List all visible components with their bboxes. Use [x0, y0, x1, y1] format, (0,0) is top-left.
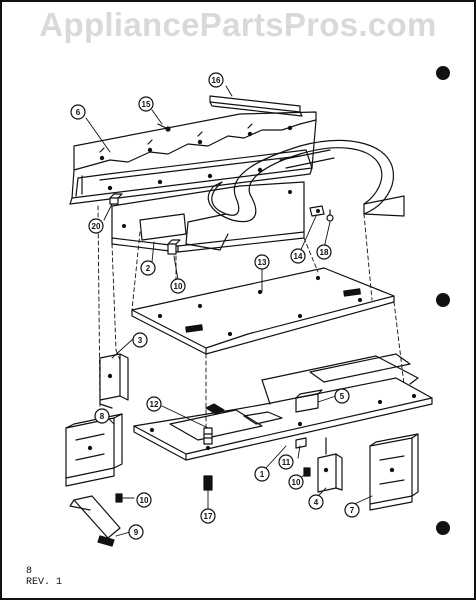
- callout-part-2: 2: [140, 260, 156, 276]
- part-post-12: [203, 427, 213, 445]
- callout-text: 16: [212, 76, 221, 85]
- part-bracket-14: [309, 205, 325, 217]
- callout-text: 11: [282, 458, 291, 467]
- part-circuit-board: [111, 181, 305, 253]
- callout-text: 20: [92, 222, 101, 231]
- callout-part-9: 9: [128, 524, 144, 540]
- callout-text: 5: [340, 392, 345, 401]
- callout-text: 10: [292, 478, 301, 487]
- part-bracket-3: [99, 353, 129, 409]
- callout-part-8: 8: [94, 408, 110, 424]
- callout-text: 7: [350, 506, 355, 515]
- callout-text: 14: [294, 252, 303, 261]
- leader-lines: [85, 85, 373, 537]
- callout-part-15: 15: [138, 96, 154, 112]
- callout-part-14: 14: [290, 248, 306, 264]
- part-screw: [157, 123, 171, 132]
- part-control-panel-frame: [69, 111, 317, 205]
- part-base-tray: [133, 353, 433, 461]
- callout-part-10-mid: 10: [288, 474, 304, 490]
- callout-text: 13: [258, 258, 267, 267]
- callout-text: 2: [146, 264, 151, 273]
- part-fastener-17: [203, 475, 213, 491]
- part-rail-right: [369, 433, 419, 511]
- part-bracket-4: [317, 437, 343, 493]
- watermark: AppliancePartsPros.com: [39, 6, 437, 43]
- callout-part-18: 18: [316, 244, 332, 260]
- callout-part-3: 3: [132, 332, 148, 348]
- callout-text: 12: [150, 400, 159, 409]
- callout-part-4: 4: [308, 494, 324, 510]
- callout-part-12: 12: [146, 396, 162, 412]
- callout-part-13: 13: [254, 254, 270, 270]
- registration-dot: [436, 66, 450, 80]
- callout-part-7: 7: [344, 502, 360, 518]
- callout-text: 10: [140, 496, 149, 505]
- callout-part-1: 1: [254, 466, 270, 482]
- callout-text: 3: [138, 336, 143, 345]
- callout-part-20: 20: [88, 218, 104, 234]
- part-clip-11: [295, 437, 307, 449]
- callout-text: 9: [134, 528, 139, 537]
- part-bracket-9: [69, 495, 121, 547]
- part-bracket-5: [295, 389, 323, 413]
- part-screw-18: [326, 209, 334, 222]
- part-clip: [109, 193, 123, 205]
- part-connector-10-upper: [167, 239, 181, 255]
- registration-dot: [436, 521, 450, 535]
- callout-part-17: 17: [200, 508, 216, 524]
- callout-text: 17: [204, 512, 213, 521]
- callout-text: 6: [76, 108, 81, 117]
- callout-text: 10: [174, 282, 183, 291]
- part-plate: [131, 267, 395, 355]
- callout-text: 8: [100, 412, 105, 421]
- callout-labels: 16 6 15 20 2 10 13 14 18 3 12 5 8 1 11 1…: [70, 72, 360, 540]
- page-footer: 8 REV. 1: [26, 566, 62, 588]
- callout-part-11: 11: [278, 454, 294, 470]
- callout-part-10-upper: 10: [170, 278, 186, 294]
- callout-text: 18: [320, 248, 329, 257]
- callout-text: 15: [142, 100, 151, 109]
- callout-part-6: 6: [70, 104, 86, 120]
- callout-text: 1: [260, 470, 265, 479]
- callout-part-5: 5: [334, 388, 350, 404]
- revision-label: REV. 1: [26, 577, 63, 588]
- callout-part-10-lower: 10: [136, 492, 152, 508]
- registration-dot: [436, 293, 450, 307]
- callout-text: 4: [314, 498, 319, 507]
- part-rail-left: [65, 413, 123, 487]
- page-number: 8: [26, 566, 33, 577]
- callout-part-16: 16: [208, 72, 224, 88]
- part-connector-10-mid: [303, 467, 311, 477]
